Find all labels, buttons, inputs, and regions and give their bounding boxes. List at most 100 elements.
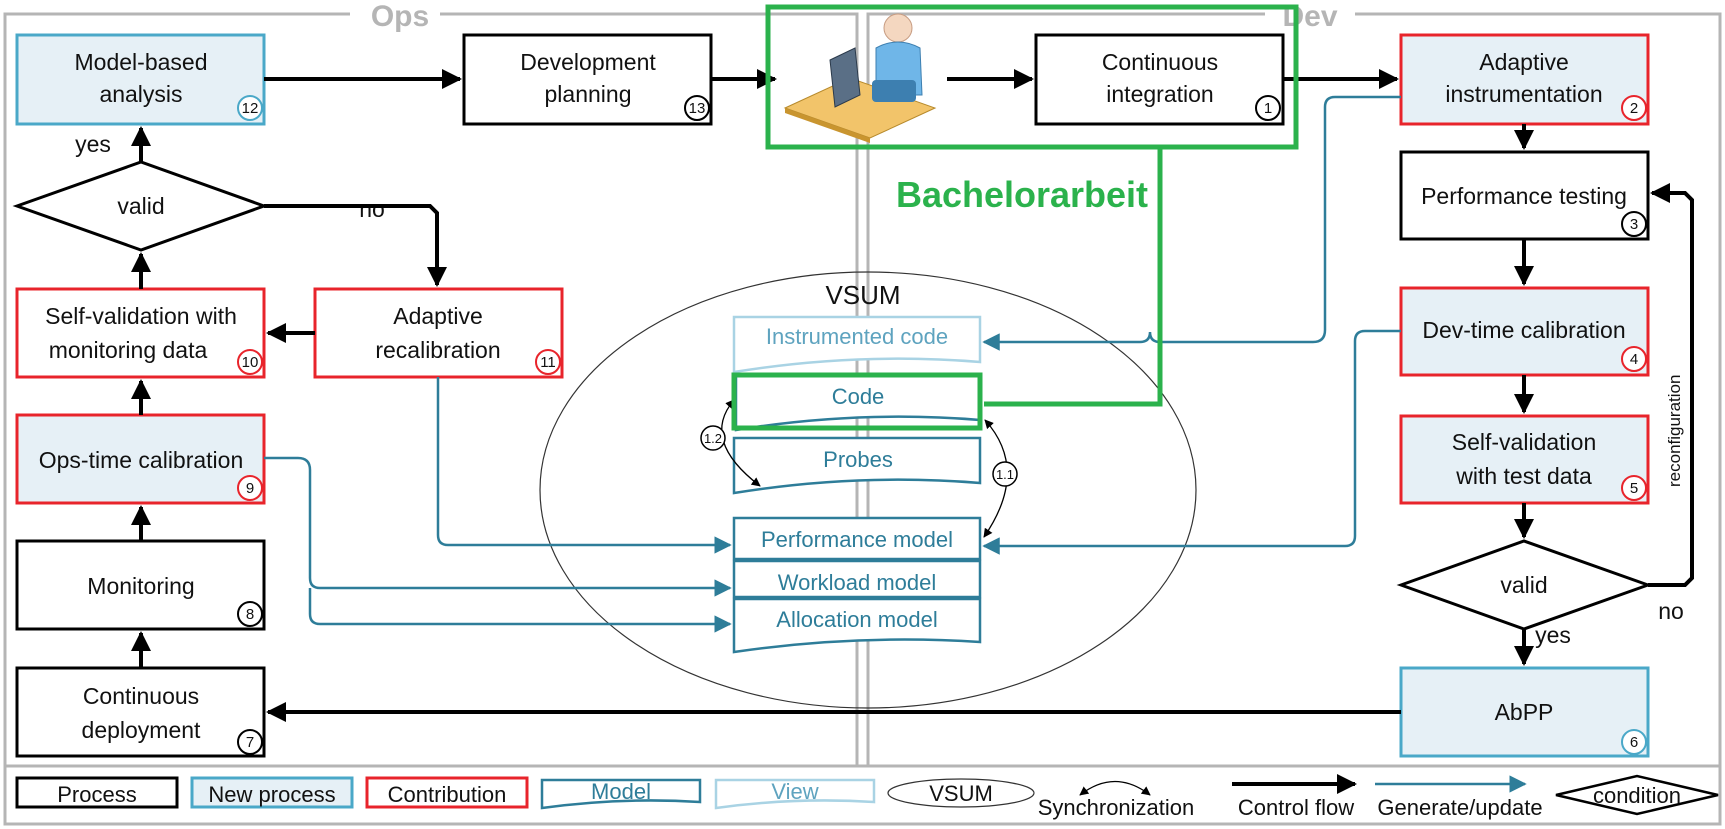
legend-label: condition: [1593, 783, 1681, 808]
step-number: 4: [1630, 351, 1638, 368]
node-label: AbPP: [1495, 699, 1554, 725]
legend-label: New process: [208, 782, 335, 807]
node-ops-time-calibration[interactable]: Ops-time calibration 9: [15, 413, 266, 505]
legend-contribution: Contribution: [365, 776, 529, 809]
bachelorarbeit-highlight: [731, 4, 1299, 431]
node-model-based-analysis[interactable]: Model-based analysis 12: [15, 33, 266, 126]
sync-arc-1-1: 1.1: [983, 419, 1018, 538]
legend-label: Control flow: [1238, 795, 1354, 820]
decision-label: valid: [1500, 572, 1547, 598]
node-label: analysis: [99, 81, 182, 107]
model-workload[interactable]: Workload model: [732, 559, 982, 599]
model-probes[interactable]: Probes: [732, 436, 982, 495]
node-label: Adaptive: [1479, 49, 1569, 75]
vsum-title: VSUM: [825, 280, 900, 310]
legend-label: Contribution: [388, 782, 507, 807]
legend-synchronization: Synchronization: [1038, 780, 1195, 820]
legend-label: Process: [57, 782, 136, 807]
view-label: Instrumented code: [766, 324, 948, 349]
node-label: recalibration: [375, 337, 500, 363]
legend-control-flow: Control flow: [1232, 774, 1357, 820]
node-label: Dev-time calibration: [1422, 317, 1625, 343]
node-development-planning[interactable]: Development planning 13: [462, 33, 713, 126]
step-number: 10: [242, 354, 259, 371]
node-monitoring[interactable]: Monitoring 8: [15, 539, 266, 631]
model-label: Workload model: [778, 570, 937, 595]
dev-no-label: no: [1658, 598, 1684, 624]
node-ops-valid-decision[interactable]: valid: [12, 160, 269, 252]
node-label: Self-validation: [1452, 429, 1596, 455]
node-dev-valid-decision[interactable]: valid: [1396, 539, 1653, 631]
sync-arc-1-2: 1.2: [700, 399, 761, 487]
node-dev-time-calibration[interactable]: Dev-time calibration 4: [1399, 286, 1650, 377]
node-label: planning: [545, 81, 632, 107]
step-number: 9: [246, 480, 254, 497]
legend: Process New process Contribution Model V…: [15, 774, 1719, 820]
node-label: Development: [520, 49, 656, 75]
legend-vsum: VSUM: [887, 778, 1035, 808]
step-number: 8: [246, 606, 254, 623]
node-self-validation-monitoring[interactable]: Self-validation with monitoring data 10: [15, 287, 266, 379]
node-label: Self-validation with: [45, 303, 237, 329]
node-performance-testing[interactable]: Performance testing 3: [1399, 150, 1650, 241]
developer-icon: [783, 13, 937, 143]
legend-label: VSUM: [929, 781, 993, 806]
node-continuous-deployment[interactable]: Continuous deployment 7: [15, 666, 266, 758]
legend-label: View: [771, 779, 818, 804]
model-label: Allocation model: [776, 607, 937, 632]
step-number: 11: [540, 354, 556, 371]
generate-update-edges: [264, 95, 1401, 633]
node-adaptive-recalibration[interactable]: Adaptive recalibration 11: [313, 287, 564, 379]
view-instrumented-code[interactable]: Instrumented code: [732, 315, 982, 374]
model-code[interactable]: Code: [734, 373, 982, 432]
legend-frame: [3, 764, 1722, 826]
step-number: 1: [1264, 100, 1272, 117]
node-label: with test data: [1455, 463, 1592, 489]
node-continuous-integration[interactable]: Continuous integration 1: [1034, 33, 1285, 126]
step-number: 13: [689, 100, 706, 117]
legend-view: View: [714, 778, 876, 810]
legend-generate-update: Generate/update: [1375, 775, 1543, 820]
ops-yes-label: yes: [75, 131, 111, 157]
node-label: Performance testing: [1421, 183, 1627, 209]
step-number: 3: [1630, 216, 1638, 233]
model-label: Code: [832, 384, 885, 409]
vsum-ellipse: [539, 271, 1197, 709]
step-number: 5: [1630, 480, 1638, 497]
legend-process: Process: [15, 776, 179, 809]
node-self-validation-test[interactable]: Self-validation with test data 5: [1399, 414, 1650, 505]
sync-number: 1.1: [996, 467, 1014, 482]
node-label: Model-based: [75, 49, 208, 75]
bachelorarbeit-label: Bachelorarbeit: [896, 174, 1148, 215]
legend-label: Generate/update: [1377, 795, 1542, 820]
step-number: 6: [1630, 734, 1638, 751]
node-label: deployment: [82, 717, 202, 743]
model-performance[interactable]: Performance model: [732, 516, 982, 561]
node-label: Ops-time calibration: [39, 447, 244, 473]
node-label: Continuous: [1102, 49, 1218, 75]
node-label: Continuous: [83, 683, 199, 709]
ops-section-title: Ops: [371, 0, 429, 33]
node-label: Monitoring: [87, 573, 194, 599]
node-abpp[interactable]: AbPP 6: [1399, 666, 1650, 758]
step-number: 2: [1630, 100, 1638, 117]
sync-number: 1.2: [704, 431, 722, 446]
legend-new-process: New process: [190, 776, 354, 809]
legend-condition: condition: [1555, 774, 1719, 816]
model-label: Probes: [823, 447, 893, 472]
decision-label: valid: [117, 193, 164, 219]
reconfiguration-label: reconfiguration: [1665, 375, 1684, 487]
model-allocation[interactable]: Allocation model: [732, 597, 982, 654]
control-flow-edges: [131, 69, 1694, 722]
node-label: Adaptive: [393, 303, 483, 329]
node-label: instrumentation: [1445, 81, 1602, 107]
node-label: integration: [1106, 81, 1213, 107]
node-label: monitoring data: [49, 337, 208, 363]
step-number: 7: [246, 734, 254, 751]
legend-label: Model: [591, 779, 651, 804]
step-number: 12: [242, 100, 259, 117]
node-adaptive-instrumentation[interactable]: Adaptive instrumentation 2: [1399, 33, 1650, 126]
dev-yes-label: yes: [1535, 622, 1571, 648]
legend-label: Synchronization: [1038, 795, 1195, 820]
